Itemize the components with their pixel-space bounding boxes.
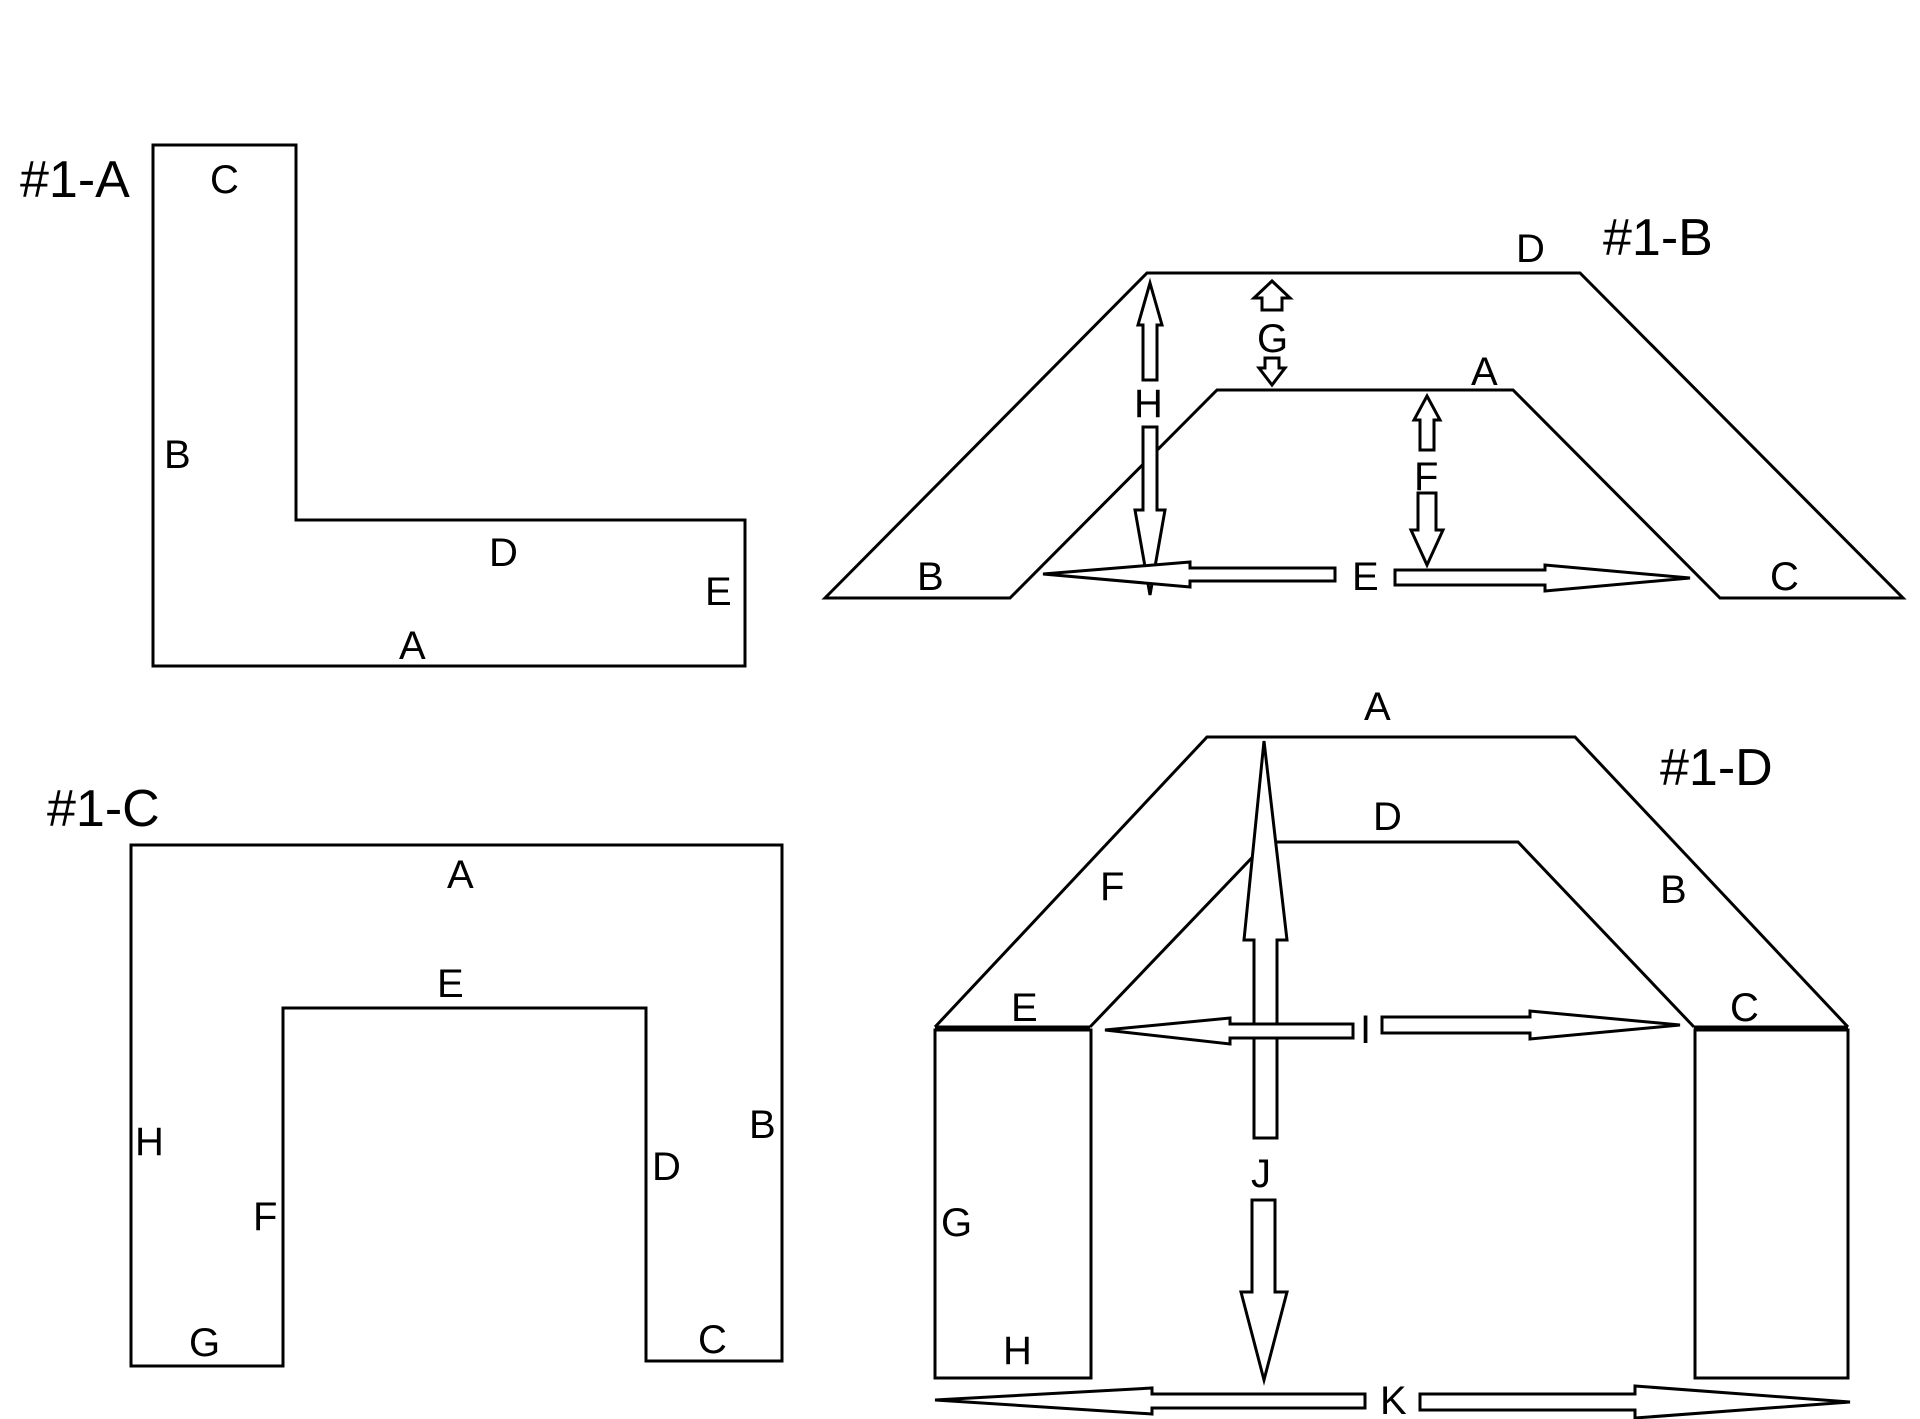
diagram-1b: #1-B H G F E D A B C — [821, 209, 1907, 600]
e-arrow-right — [1393, 563, 1691, 593]
label-f: F — [253, 1195, 277, 1239]
label-a: A — [1364, 685, 1391, 729]
label-d: D — [1373, 795, 1402, 839]
k-arrow-left — [934, 1386, 1367, 1416]
label-b: B — [1660, 868, 1687, 912]
diagram-1c-title: #1-C — [47, 780, 160, 838]
label-e: E — [1011, 986, 1038, 1030]
h-arrow-down — [1133, 425, 1167, 596]
diagram-1a: #1-A C B D E A — [20, 143, 747, 668]
label-f: F — [1100, 865, 1124, 909]
angled-shape-outline — [821, 271, 1907, 600]
k-arrow-right — [1418, 1384, 1851, 1419]
left-leg — [933, 1028, 1093, 1380]
e-arrow-left — [1042, 560, 1337, 589]
label-c: C — [1770, 555, 1799, 599]
i-arrow-left — [1104, 1016, 1355, 1046]
label-e: E — [705, 570, 732, 614]
label-a: A — [447, 853, 474, 897]
i-arrow-right — [1380, 1009, 1681, 1041]
j-arrow-up — [1242, 740, 1289, 1140]
l-shape-outline — [151, 143, 747, 668]
diagram-1a-title: #1-A — [20, 151, 130, 209]
label-h: H — [135, 1120, 164, 1164]
label-d: D — [652, 1145, 681, 1189]
outer-outline — [933, 735, 1850, 1029]
j-arrow-down — [1239, 1198, 1289, 1386]
label-f: F — [1414, 455, 1438, 499]
label-h: H — [1134, 382, 1163, 426]
label-g: G — [1257, 317, 1288, 361]
label-c: C — [1730, 986, 1759, 1030]
u-shape-outline — [129, 843, 784, 1368]
label-c: C — [210, 158, 239, 202]
diagram-1c: #1-C A E H B D F G C — [47, 780, 784, 1368]
g-arrow-up — [1250, 278, 1294, 312]
label-b: B — [749, 1103, 776, 1147]
label-e: E — [1352, 555, 1379, 599]
label-g: G — [189, 1321, 220, 1365]
label-b: B — [164, 433, 191, 477]
diagram-1b-title: #1-B — [1603, 209, 1713, 267]
inner-outline — [1088, 840, 1696, 1029]
label-c: C — [698, 1318, 727, 1362]
h-arrow-up — [1136, 277, 1164, 382]
label-g: G — [941, 1201, 972, 1245]
label-k: K — [1380, 1379, 1407, 1419]
label-a: A — [399, 624, 426, 668]
label-a: A — [1471, 350, 1498, 394]
label-b: B — [917, 555, 944, 599]
g-arrow-down — [1255, 356, 1289, 388]
diagram-1d: #1-D J I K A D F B E C G H — [933, 685, 1851, 1419]
diagram-1d-title: #1-D — [1660, 739, 1773, 797]
label-d: D — [489, 531, 518, 575]
label-j: J — [1251, 1152, 1271, 1196]
label-i: I — [1360, 1008, 1371, 1052]
f-arrow-up — [1411, 392, 1443, 452]
label-e: E — [437, 962, 464, 1006]
label-h: H — [1003, 1329, 1032, 1373]
label-d: D — [1516, 227, 1545, 271]
f-arrow-down — [1408, 491, 1446, 569]
right-leg — [1693, 1028, 1850, 1380]
